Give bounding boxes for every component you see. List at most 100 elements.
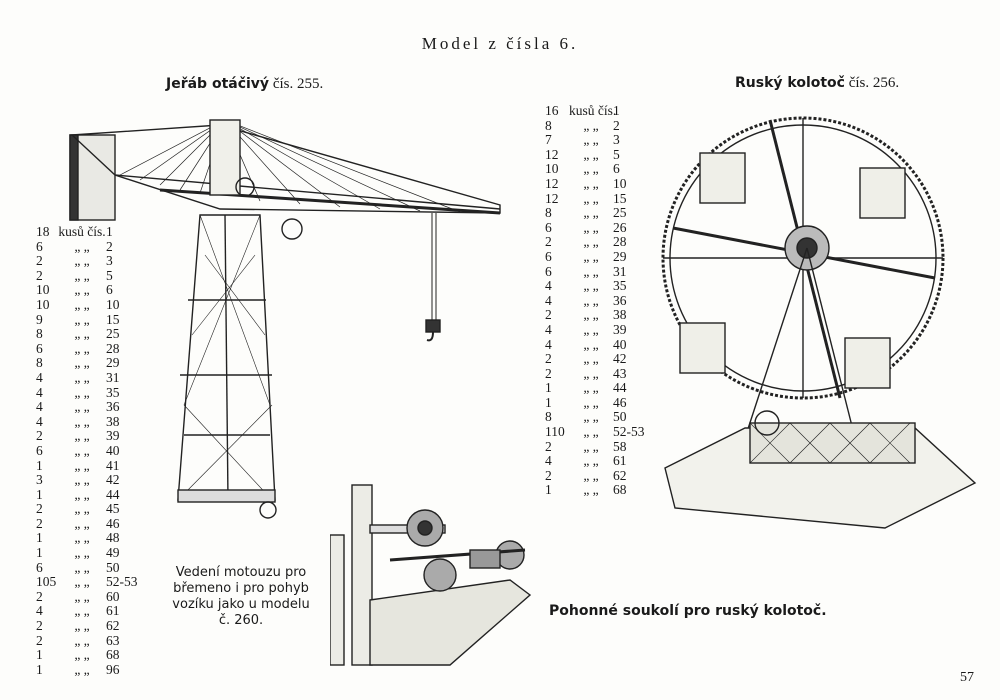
parts-row: 4„ „35 [36, 385, 138, 401]
part-quantity: 18 [36, 224, 50, 239]
part-number: 31 [106, 369, 120, 385]
part-number: 5 [613, 146, 620, 162]
parts-row: 4„ „38 [36, 414, 138, 430]
part-unit: „ „ [74, 588, 90, 604]
part-unit: „ „ [583, 132, 599, 148]
part-unit: „ „ [74, 559, 90, 575]
parts-row: 105„ „52-53 [36, 575, 138, 590]
part-unit: „ „ [583, 467, 599, 483]
parts-row: 1„ „48 [36, 531, 138, 546]
part-unit: „ „ [583, 263, 599, 279]
part-number: 29 [106, 355, 120, 371]
part-unit: „ „ [583, 438, 599, 454]
part-number: 58 [613, 438, 627, 454]
part-quantity: 10 [36, 282, 50, 298]
parts-row: 2„ „38 [545, 308, 645, 323]
parts-row: 4„ „61 [545, 454, 645, 469]
part-number: 62 [106, 618, 120, 634]
wheel-title-number: čís. 256. [848, 75, 900, 91]
part-number: 1 [106, 224, 113, 239]
part-unit: „ „ [583, 336, 599, 352]
part-unit: „ „ [583, 351, 599, 367]
part-unit: „ „ [74, 486, 90, 502]
part-quantity: 6 [36, 340, 43, 356]
parts-row: 6„ „29 [545, 248, 645, 265]
parts-row: 2„ „63 [36, 632, 138, 649]
part-quantity: 2 [36, 618, 43, 634]
part-quantity: 2 [36, 515, 43, 531]
part-unit: „ „ [583, 205, 599, 221]
parts-row: 7„ „3 [545, 133, 645, 148]
page-header: Model z čísla 6. [421, 34, 579, 53]
part-number: 45 [106, 501, 120, 517]
part-number: 3 [613, 132, 620, 148]
part-quantity: 2 [545, 438, 552, 454]
parts-row: 3„ „42 [36, 472, 138, 488]
part-quantity: 2 [36, 588, 43, 604]
part-number: 44 [613, 380, 627, 396]
part-quantity: 1 [545, 482, 552, 498]
parts-row: 12„ „15 [545, 191, 645, 207]
part-unit: „ „ [74, 267, 90, 283]
part-unit: „ „ [583, 321, 599, 337]
wheel-illustration [661, 116, 977, 529]
part-number: 5 [106, 267, 113, 283]
part-number: 50 [106, 559, 120, 575]
part-number: 48 [106, 530, 120, 546]
part-number: 25 [613, 205, 627, 221]
part-quantity: 16 [545, 103, 559, 118]
parts-row: 6„ „50 [36, 559, 138, 576]
part-unit: „ „ [74, 661, 90, 677]
parts-row: 1„ „41 [36, 458, 138, 474]
crane-title-name: Jeřáb otáčivý [166, 76, 270, 92]
parts-row: 4„ „36 [36, 400, 138, 415]
part-unit: „ „ [583, 307, 599, 323]
parts-row: 4„ „35 [545, 279, 645, 294]
part-unit: „ „ [583, 380, 599, 396]
part-number: 63 [106, 632, 120, 648]
parts-row: 8„ „50 [545, 410, 645, 425]
part-unit: „ „ [74, 442, 90, 458]
parts-row: 2„ „43 [545, 365, 645, 382]
drive-title: Pohonné soukolí pro ruský kolotoč. [549, 603, 827, 619]
part-unit: „ „ [583, 175, 599, 191]
part-number: 3 [106, 253, 113, 269]
part-quantity: 6 [545, 219, 552, 235]
part-quantity: 4 [36, 369, 43, 385]
part-unit: „ „ [74, 574, 90, 590]
part-unit: „ „ [583, 365, 599, 381]
part-quantity: 105 [36, 574, 57, 590]
parts-row: 1„ „68 [36, 648, 138, 663]
part-unit: „ „ [74, 545, 90, 561]
part-unit: „ „ [74, 530, 90, 546]
parts-row: 6„ „31 [545, 263, 645, 280]
part-quantity: 6 [545, 248, 552, 264]
part-unit: „ „ [74, 399, 90, 415]
part-unit: „ „ [583, 278, 599, 294]
part-unit: „ „ [74, 253, 90, 269]
part-quantity: 6 [36, 442, 43, 458]
part-number: 49 [106, 545, 120, 561]
part-unit: „ „ [583, 219, 599, 235]
parts-row: 8„ „25 [36, 327, 138, 342]
part-unit: „ „ [74, 501, 90, 517]
part-unit: „ „ [583, 292, 599, 308]
part-number: 46 [106, 515, 120, 531]
crane-title-number: čís. 255. [272, 76, 324, 92]
part-number: 43 [613, 365, 627, 381]
part-quantity: 2 [36, 267, 43, 283]
part-number: 60 [106, 588, 120, 604]
part-quantity: 2 [36, 632, 43, 648]
part-quantity: 10 [545, 161, 559, 177]
part-unit: kusů čís. [569, 103, 617, 118]
parts-row: 2„ „46 [36, 515, 138, 532]
part-unit: „ „ [583, 161, 599, 177]
drive-caption: Vedení motouzu pro břemeno i pro pohyb v… [172, 565, 310, 628]
part-quantity: 2 [36, 501, 43, 517]
part-unit: „ „ [74, 428, 90, 444]
part-quantity: 2 [545, 467, 552, 483]
parts-row: 110„ „52-53 [545, 424, 645, 440]
part-number: 26 [613, 219, 627, 235]
